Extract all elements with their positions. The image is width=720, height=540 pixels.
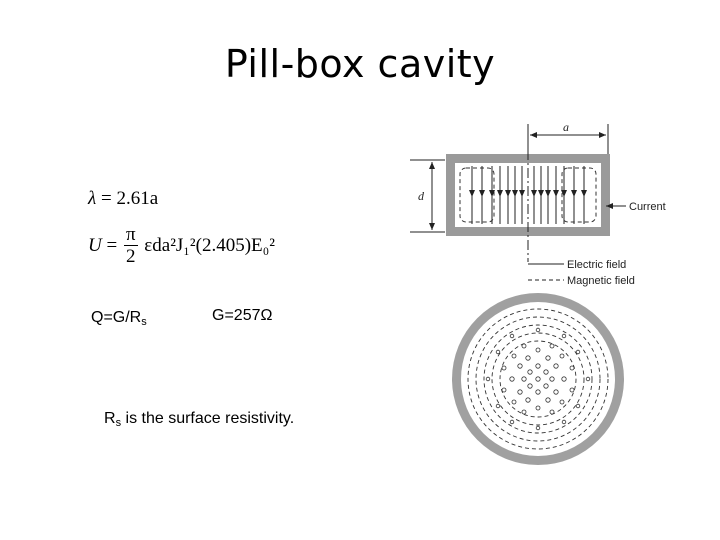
fraction-numerator: π xyxy=(123,224,138,246)
electric-field-dots xyxy=(485,327,591,431)
rs-definition: Rs is the surface resistivity. xyxy=(104,410,294,429)
energy-symbol: U xyxy=(88,234,102,256)
slide-title: Pill-box cavity xyxy=(224,42,496,86)
cavity-top-view xyxy=(452,293,624,465)
magnetic-field-rings xyxy=(467,308,609,450)
rs-subscript: s xyxy=(115,417,122,429)
legend-electric: Electric field xyxy=(567,259,626,271)
rs-text: is the surface resistivity. xyxy=(121,410,295,427)
magnetic-field-loops xyxy=(459,167,597,223)
label-current: Current xyxy=(629,201,666,213)
q-relation-subscript: s xyxy=(141,316,147,328)
energy-equation: U = π 2 εda²J₁²(2.405)E₀² xyxy=(88,225,275,268)
lambda-symbol: λ xyxy=(88,188,97,209)
wavelength-value: 2.61a xyxy=(116,188,159,209)
label-d: d xyxy=(418,189,425,203)
energy-expression: εda²J₁²(2.405)E₀² xyxy=(144,234,275,256)
legend-magnetic: Magnetic field xyxy=(567,275,635,287)
fraction-denominator: 2 xyxy=(126,246,136,267)
g-value: G=257Ω xyxy=(212,307,273,324)
rs-symbol: R xyxy=(104,410,116,427)
q-relation-text: Q=G/R xyxy=(91,309,142,326)
q-relation: Q=G/Rs xyxy=(91,309,147,328)
pi-over-two-fraction: π 2 xyxy=(123,224,138,268)
label-a: a xyxy=(563,120,569,134)
current-callout: Current xyxy=(606,201,666,213)
electric-field-arrows xyxy=(469,190,587,197)
field-legend: Electric field Magnetic field xyxy=(528,259,635,287)
dimension-d: d xyxy=(410,159,445,233)
wavelength-equation: λ = 2.61a xyxy=(88,188,158,210)
equals-sign: = xyxy=(106,234,122,256)
equals-sign: = xyxy=(100,188,117,209)
